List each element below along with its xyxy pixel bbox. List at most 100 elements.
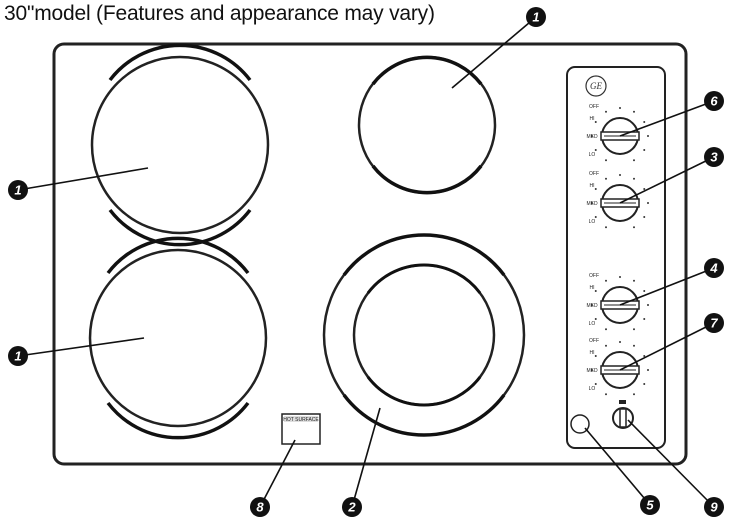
knob-mark-label: LO	[589, 321, 596, 327]
knob-mark-label: HI	[590, 183, 595, 189]
knob-tick	[647, 202, 649, 204]
knob-mark-label: OFF	[589, 104, 599, 110]
callout-number: 1	[532, 10, 539, 25]
control-panel: GE	[566, 66, 666, 449]
knob-tick	[605, 159, 607, 162]
knob-tick	[619, 174, 621, 176]
knob-tick	[647, 135, 649, 137]
knob-mark-label: OFF	[589, 171, 599, 177]
callout-marker	[704, 497, 724, 517]
callout-c-knob-1: 6	[619, 91, 724, 137]
knob-tick	[643, 121, 646, 123]
callout-leader-line	[17, 337, 145, 357]
knob-tick	[594, 290, 597, 292]
callout-marker	[704, 313, 724, 333]
callout-number: 2	[347, 500, 356, 515]
control-knob-3[interactable]: HI MED LO OFF	[586, 273, 649, 331]
knob-tick	[591, 304, 593, 306]
cooktop-outline	[52, 42, 688, 466]
knob-mark-label: MED	[586, 303, 598, 309]
burner-right-front-dual	[322, 233, 526, 437]
knob-tick	[643, 149, 646, 151]
knob-tick	[605, 279, 607, 282]
callout-c-knob-2: 3	[619, 147, 724, 204]
callout-marker	[342, 497, 362, 517]
callout-leader-line	[619, 322, 715, 371]
callout-number: 5	[646, 498, 654, 513]
callout-leader-line	[619, 100, 715, 137]
callout-leader-line	[259, 439, 296, 508]
knob-tick	[605, 110, 607, 113]
knob-mark-label: OFF	[589, 338, 599, 344]
knob-tick	[594, 216, 597, 218]
callout-c-toggle: 9	[627, 419, 724, 517]
knob-tick	[647, 304, 649, 306]
callout-marker	[526, 7, 546, 27]
knob-tick	[647, 369, 649, 371]
callout-number: 9	[710, 500, 718, 515]
callout-c-top-right: 1	[451, 7, 546, 89]
knob-mark-label: MED	[586, 201, 598, 207]
knob-tick	[605, 226, 607, 229]
knob-tick	[643, 188, 646, 190]
callout-marker	[640, 495, 660, 515]
callout-number: 3	[710, 150, 718, 165]
callout-number: 7	[710, 316, 718, 331]
knob-mark-label: MED	[586, 134, 598, 140]
knob-tick	[643, 216, 646, 218]
callout-leader-line	[351, 407, 381, 508]
knob-mark-label: LO	[589, 386, 596, 392]
diagram-caption: 30"model (Features and appearance may va…	[4, 2, 435, 25]
knob-tick	[594, 149, 597, 151]
callout-number: 1	[14, 183, 21, 198]
ge-logo-text: GE	[590, 81, 602, 91]
knob-tick	[643, 383, 646, 385]
knob-tick	[633, 110, 635, 113]
callout-number: 6	[710, 94, 718, 109]
knob-tick	[594, 383, 597, 385]
callout-c-left-top: 1	[8, 167, 149, 200]
callout-number: 4	[709, 261, 718, 276]
callout-c-bottom-mid: 2	[342, 407, 381, 517]
knob-tick	[619, 107, 621, 109]
knob-tick	[633, 344, 635, 347]
ge-logo	[585, 75, 607, 97]
knob-tick	[591, 135, 593, 137]
hot-surface-switch[interactable]: HOT SURFACE	[281, 413, 321, 445]
callout-marker	[704, 91, 724, 111]
knob-tick	[594, 121, 597, 123]
knob-tick	[633, 177, 635, 180]
toggle-switch[interactable]	[612, 400, 634, 429]
callout-marker	[704, 258, 724, 278]
knob-tick	[605, 328, 607, 331]
burner-left-front	[88, 236, 268, 440]
callout-leader-line	[451, 16, 537, 89]
knob-mark-label: HI	[590, 285, 595, 291]
knob-tick	[633, 393, 635, 396]
knob-tick	[643, 290, 646, 292]
knob-tick	[633, 226, 635, 229]
burner-left-rear	[90, 43, 270, 247]
callout-c-switch: 8	[250, 439, 296, 517]
callout-leader-line	[17, 167, 149, 191]
knob-tick	[591, 369, 593, 371]
callout-marker	[250, 497, 270, 517]
hot-surface-label: HOT SURFACE	[283, 417, 319, 423]
callout-c-left-bottom: 1	[8, 337, 145, 366]
callout-marker	[704, 147, 724, 167]
knob-tick	[643, 318, 646, 320]
knob-tick	[619, 276, 621, 278]
burner-right-rear	[357, 55, 497, 195]
knob-mark-label: HI	[590, 116, 595, 122]
callout-marker	[8, 180, 28, 200]
callout-leader-line	[584, 427, 651, 506]
knob-mark-label: OFF	[589, 273, 599, 279]
callout-c-knob-4: 7	[619, 313, 724, 371]
knob-tick	[594, 355, 597, 357]
callout-c-indicator: 5	[584, 427, 660, 515]
knob-tick	[633, 328, 635, 331]
